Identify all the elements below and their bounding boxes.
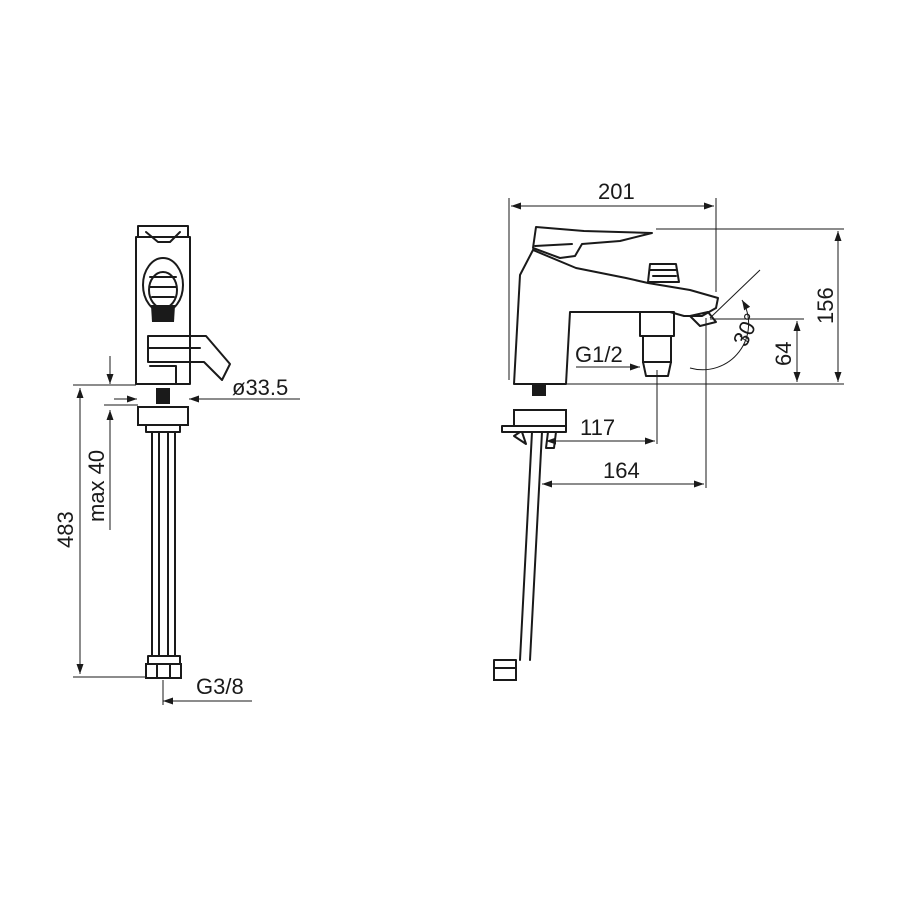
dimension-hose-thread: G3/8 [196, 674, 244, 699]
side-dimensions: 201 156 64 30° G1/2 117 164 [508, 179, 844, 488]
dimension-spout-angle: 30° [728, 309, 765, 350]
dimension-diameter: ø33.5 [232, 375, 288, 400]
dimension-outlet-offset: 117 [580, 415, 615, 440]
front-dimensions: ø33.5 max 40 483 G3/8 [53, 356, 300, 705]
side-view [493, 226, 719, 681]
dimension-max-thickness: max 40 [84, 450, 109, 522]
dimension-outlet-thread: G1/2 [575, 342, 623, 367]
front-view [135, 225, 231, 679]
dimension-total-hose-length: 483 [53, 511, 78, 548]
dimension-overall-length: 201 [598, 179, 635, 204]
dimension-outlet-height: 64 [771, 342, 796, 366]
dimension-spout-reach: 164 [603, 458, 640, 483]
dimension-overall-height: 156 [813, 287, 838, 324]
